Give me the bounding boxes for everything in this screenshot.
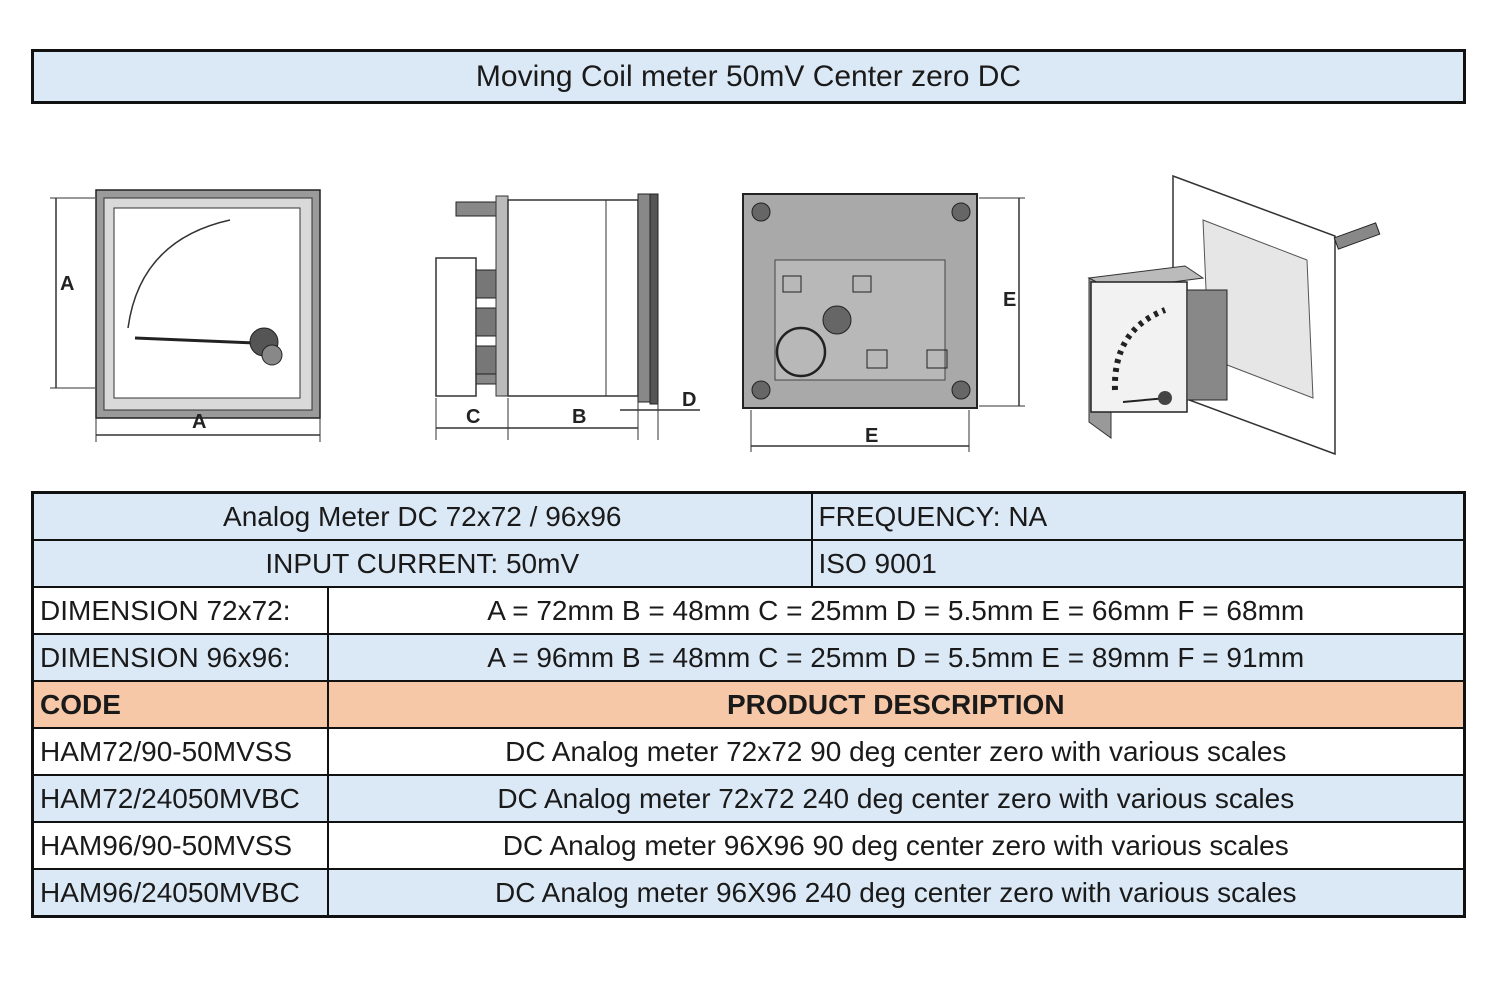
description-header: PRODUCT DESCRIPTION bbox=[326, 680, 1466, 729]
side-b-label: B bbox=[572, 406, 586, 428]
front-height-label: A bbox=[60, 273, 74, 295]
back-height-label: E bbox=[1003, 289, 1016, 311]
front-view-drawing: A A bbox=[50, 189, 321, 442]
table-row: HAM96/24050MVBC DC Analog meter 96X96 24… bbox=[31, 868, 1466, 918]
product-description: DC Analog meter 96X96 240 deg center zer… bbox=[326, 868, 1466, 918]
input-current-cell: INPUT CURRENT: 50mV bbox=[31, 539, 813, 588]
product-code: HAM96/24050MVBC bbox=[31, 868, 329, 918]
model-cell: Analog Meter DC 72x72 / 96x96 bbox=[31, 491, 813, 541]
table-row: HAM72/24050MVBC DC Analog meter 72x72 24… bbox=[31, 774, 1466, 823]
dimension-96-label: DIMENSION 96x96: bbox=[31, 633, 329, 682]
product-description: DC Analog meter 72x72 90 deg center zero… bbox=[326, 727, 1466, 776]
front-width-label: A bbox=[192, 411, 206, 433]
dimension-72-label: DIMENSION 72x72: bbox=[31, 586, 329, 635]
table-row: HAM96/90-50MVSS DC Analog meter 96X96 90… bbox=[31, 821, 1466, 870]
code-header: CODE bbox=[31, 680, 329, 729]
side-c-label: C bbox=[466, 406, 480, 428]
dimension-96-value: A = 96mm B = 48mm C = 25mm D = 5.5mm E =… bbox=[326, 633, 1466, 682]
product-code: HAM72/90-50MVSS bbox=[31, 727, 329, 776]
back-width-label: E bbox=[865, 425, 878, 447]
side-d-label: D bbox=[682, 389, 696, 411]
isometric-view-drawing bbox=[1087, 174, 1381, 456]
product-header-row: CODE PRODUCT DESCRIPTION bbox=[31, 680, 1466, 729]
iso-cell: ISO 9001 bbox=[810, 539, 1466, 588]
dimension-drawings: A A C B D bbox=[0, 170, 1500, 470]
spec-table: Analog Meter DC 72x72 / 96x96 FREQUENCY:… bbox=[31, 491, 1467, 918]
dimension-72-value: A = 72mm B = 48mm C = 25mm D = 5.5mm E =… bbox=[326, 586, 1466, 635]
product-code: HAM72/24050MVBC bbox=[31, 774, 329, 823]
frequency-cell: FREQUENCY: NA bbox=[810, 491, 1466, 541]
product-code: HAM96/90-50MVSS bbox=[31, 821, 329, 870]
dimension-96-row: DIMENSION 96x96: A = 96mm B = 48mm C = 2… bbox=[31, 633, 1466, 682]
table-row: HAM72/90-50MVSS DC Analog meter 72x72 90… bbox=[31, 727, 1466, 776]
input-row: INPUT CURRENT: 50mV ISO 9001 bbox=[31, 539, 1466, 588]
side-view-drawing: C B D bbox=[435, 193, 700, 440]
dimension-72-row: DIMENSION 72x72: A = 72mm B = 48mm C = 2… bbox=[31, 586, 1466, 635]
page-title: Moving Coil meter 50mV Center zero DC bbox=[31, 49, 1466, 104]
back-view-drawing: E E bbox=[742, 193, 1025, 452]
model-row: Analog Meter DC 72x72 / 96x96 FREQUENCY:… bbox=[31, 491, 1466, 541]
product-description: DC Analog meter 72x72 240 deg center zer… bbox=[326, 774, 1466, 823]
product-description: DC Analog meter 96X96 90 deg center zero… bbox=[326, 821, 1466, 870]
